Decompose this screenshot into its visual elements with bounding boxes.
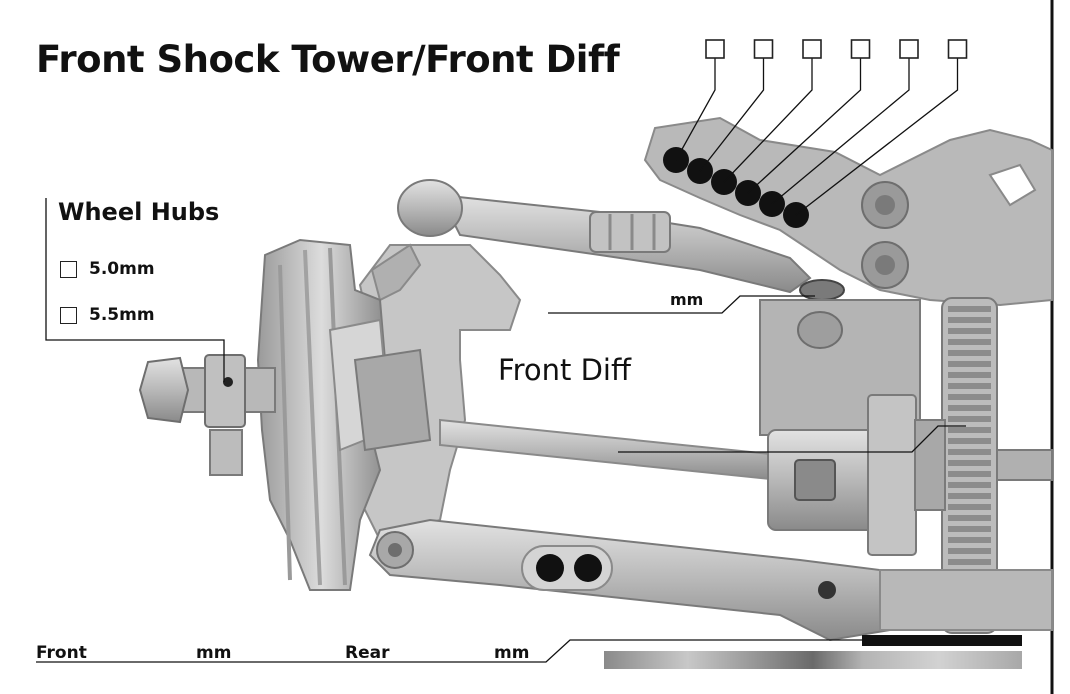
gear-tooth [948,350,991,356]
diff-cup [794,459,836,501]
gear-hub [914,419,946,511]
gear-tooth [948,482,991,488]
chassis-rail [879,569,1053,631]
front-label: Front [36,643,87,663]
shock-tower-leader-3 [723,58,813,183]
cv-boot [353,348,432,452]
tower-screw-lower-head [875,255,895,275]
shock-tower-plate [643,116,1053,307]
shock-tower-checkbox-3[interactable] [802,39,822,59]
hub-spoke-2 [303,249,322,586]
shock-tower-leader-6 [795,58,959,216]
gear-tooth [948,515,991,521]
gear-tooth [948,460,991,466]
rear-label: Rear [345,643,390,663]
gear-tooth [948,394,991,400]
tower-screw-upper-head [875,195,895,215]
camber-link-unit: mm [670,290,704,309]
hex-adapter [204,354,246,428]
shock-tower-leader-4 [747,58,862,194]
shock-tower-leader-lines [675,58,959,216]
gear-tooth [948,306,991,312]
gear-tooth [948,471,991,477]
gear-tooth [948,405,991,411]
lower-arm-hole-1 [536,554,564,582]
lower-arm-hole-2 [574,554,602,582]
turnbuckle [589,211,671,253]
gear-tooth [948,559,991,565]
page-title: Front Shock Tower/Front Diff [36,38,620,81]
gear-tooth [948,372,991,378]
gear-tooth [948,493,991,499]
shock-tower-checkbox-4[interactable] [850,39,871,59]
wheel-hubs-bracket [45,198,225,382]
shock-tower-checkbox-2[interactable] [753,39,774,59]
rear-unit: mm [494,643,530,663]
hub-option-5-5mm[interactable]: 5.5mm [60,304,155,326]
front-diff-leader [618,425,966,453]
shock-tower-cutout [988,163,1037,207]
wheel-hubs-title: Wheel Hubs [58,198,220,226]
carrier-arm [370,243,422,302]
axle-nut [138,356,190,424]
bulkhead-boss [797,311,843,349]
hub-5-0mm-checkbox[interactable] [60,260,77,278]
ball-end-upper [397,179,463,237]
hub-option-5-0mm[interactable]: 5.0mm [60,258,155,280]
gear-tooth [948,537,991,543]
gear-tooth [948,449,991,455]
lower-arm-rear-hole [818,581,836,599]
front-diff-label: Front Diff [498,353,631,387]
gear-tooth [948,526,991,532]
gear-tooth [948,339,991,345]
gear-tooth [948,317,991,323]
gear-tooth [948,548,991,554]
measurement-bar [862,635,1022,646]
gear-tooth [948,328,991,334]
ball-stud-tower [799,279,845,301]
drive-shaft [439,418,781,482]
shock-tower-checkbox-1[interactable] [705,39,725,59]
hub-spoke-1 [278,264,292,581]
gear-tooth [948,504,991,510]
lower-arm [368,518,902,642]
bottom-measurement-line [36,639,862,663]
hex-adapter-lower [209,429,243,476]
diff-bracket [867,394,917,556]
gear-tooth [948,438,991,444]
gradient-strip [604,651,1022,669]
gear-tooth [948,383,991,389]
shock-tower-leader-5 [771,58,910,205]
shock-tower-checkbox-6[interactable] [947,39,968,59]
shock-tower-checkboxes[interactable] [705,39,968,59]
hub-5-5mm-checkbox[interactable] [60,306,77,324]
hub-5-5mm-label: 5.5mm [89,305,155,325]
shock-tower-leader-1 [675,58,716,161]
gear-tooth [948,361,991,367]
output-shaft [996,449,1053,481]
lower-arm-pivot-hole [388,543,402,557]
shock-tower-leader-2 [699,58,765,172]
hub-5-0mm-label: 5.0mm [89,259,155,279]
gear-tooth [948,427,991,433]
camber-link-mm-leader [548,295,815,314]
hex-pin [223,377,233,387]
gear-tooth [948,416,991,422]
front-unit: mm [196,643,232,663]
shock-tower-checkbox-5[interactable] [899,39,919,59]
